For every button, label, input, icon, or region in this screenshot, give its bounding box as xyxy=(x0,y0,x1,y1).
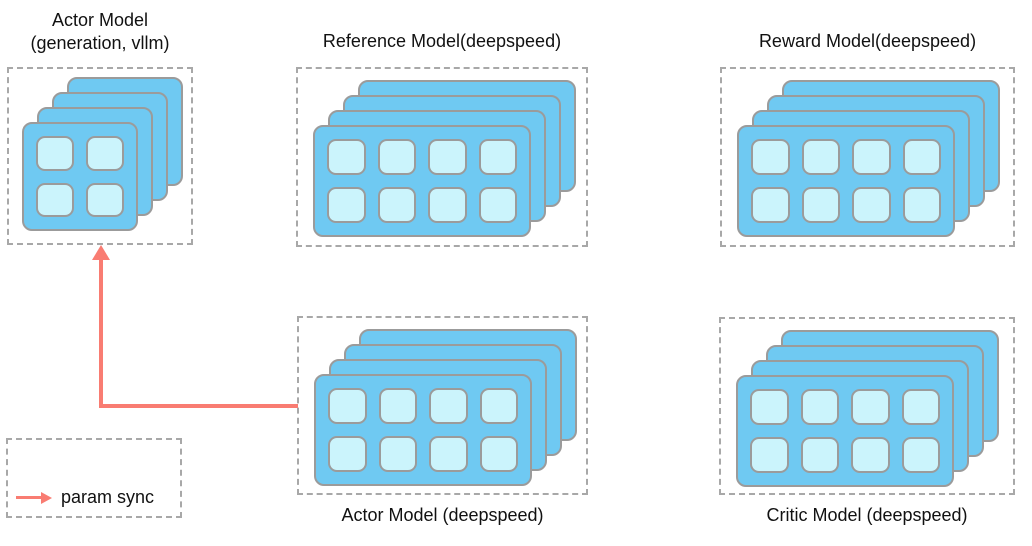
gpu-cell xyxy=(800,437,839,473)
actor-vllm-title-line2: (generation, vllm) xyxy=(30,33,170,53)
gpu-cell xyxy=(478,139,517,175)
gpu-cell xyxy=(327,187,366,223)
reference-model-title: Reference Model(deepspeed) xyxy=(322,31,562,51)
reference-model-box xyxy=(296,67,588,247)
actor-vllm-title: Actor Model (generation, vllm) xyxy=(0,9,200,55)
gpu-cell xyxy=(378,436,417,472)
gpu-cell xyxy=(328,436,367,472)
gpu-grid xyxy=(36,136,124,217)
gpu-cell xyxy=(86,136,124,171)
gpu-cell xyxy=(852,187,891,223)
gpu-cell xyxy=(36,182,74,217)
gpu-cell xyxy=(328,388,367,424)
gpu-cell xyxy=(902,139,941,175)
gpu-cell xyxy=(851,389,890,425)
gpu-cell xyxy=(378,388,417,424)
param-sync-arrow-horizontal xyxy=(99,404,298,408)
gpu-cell xyxy=(36,136,74,171)
gpu-cell xyxy=(377,187,416,223)
gpu-cell xyxy=(801,139,840,175)
gpu-card-front xyxy=(22,122,138,231)
param-sync-arrowhead-icon xyxy=(92,245,110,260)
gpu-cell xyxy=(428,139,467,175)
actor-deepspeed-label: Actor Model (deepspeed) xyxy=(341,505,544,525)
gpu-cell xyxy=(901,389,940,425)
gpu-grid xyxy=(750,389,940,473)
gpu-card-front xyxy=(313,125,531,237)
reward-model-box xyxy=(720,67,1015,247)
gpu-cell xyxy=(478,187,517,223)
gpu-cell xyxy=(800,389,839,425)
gpu-grid xyxy=(327,139,517,223)
gpu-cell xyxy=(86,182,124,217)
gpu-cell xyxy=(479,388,518,424)
gpu-cell xyxy=(327,139,366,175)
gpu-cell xyxy=(479,436,518,472)
gpu-cell xyxy=(751,187,790,223)
gpu-cell xyxy=(377,139,416,175)
gpu-cell xyxy=(750,437,789,473)
gpu-grid xyxy=(328,388,518,472)
gpu-cell xyxy=(751,139,790,175)
reward-model-title: Reward Model(deepspeed) xyxy=(758,31,977,51)
gpu-cell xyxy=(428,187,467,223)
legend-arrow-line-icon xyxy=(16,496,41,499)
gpu-cell xyxy=(851,437,890,473)
critic-model-box xyxy=(719,317,1015,495)
actor-deepspeed-box xyxy=(297,316,588,495)
gpu-cell xyxy=(901,437,940,473)
gpu-cell xyxy=(429,436,468,472)
gpu-card-front xyxy=(314,374,532,486)
gpu-cell xyxy=(801,187,840,223)
legend-arrowhead-icon xyxy=(41,491,52,504)
actor-vllm-title-line1: Actor Model xyxy=(51,10,149,30)
legend-row: param sync xyxy=(16,487,154,508)
param-sync-arrow-vertical xyxy=(99,257,103,408)
gpu-cell xyxy=(902,187,941,223)
critic-model-label: Critic Model (deepspeed) xyxy=(766,505,968,525)
actor-vllm-box xyxy=(7,67,193,245)
gpu-card-front xyxy=(736,375,954,487)
gpu-cell xyxy=(429,388,468,424)
gpu-cell xyxy=(750,389,789,425)
gpu-cell xyxy=(852,139,891,175)
legend-label: param sync xyxy=(61,487,155,507)
legend-box: param sync xyxy=(6,438,182,518)
gpu-card-front xyxy=(737,125,955,237)
gpu-grid xyxy=(751,139,941,223)
